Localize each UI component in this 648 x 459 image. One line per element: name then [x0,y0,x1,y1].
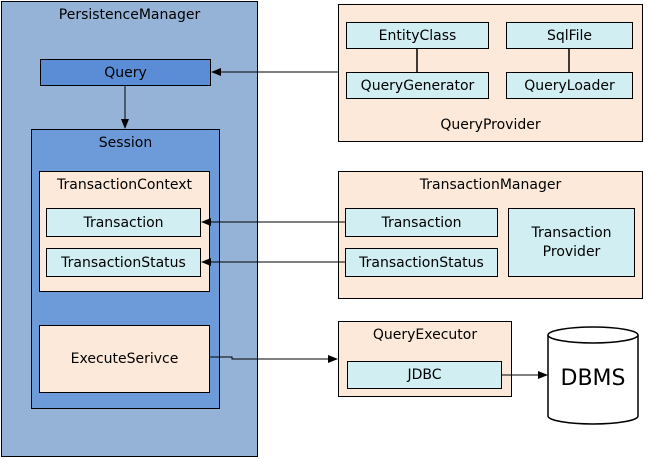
tm-transaction-box: Transaction [345,208,498,237]
persistence-manager-title: PersistenceManager [58,7,201,23]
entity-class-box: EntityClass [346,22,489,49]
dbms-label: DBMS [560,366,626,391]
execute-service-box: ExecuteSerivce [39,325,210,393]
transaction-manager-title: TransactionManager [419,177,562,193]
tm-transaction-status-box: TransactionStatus [345,248,498,277]
jdbc-box: JDBC [347,361,502,389]
session-transaction-status-box: TransactionStatus [46,248,201,277]
sql-file-box: SqlFile [506,22,633,49]
execute-service-to-executor-arrow [210,355,338,363]
query-executor-title: QueryExecutor [372,327,478,343]
dbms-cylinder [547,326,639,425]
query-box: Query [40,59,211,86]
transaction-context-title: TransactionContext [57,177,192,193]
transaction-provider-box: Transaction Provider [508,208,635,277]
session-transaction-box: Transaction [46,208,201,237]
query-loader-box: QueryLoader [506,72,633,99]
query-generator-box: QueryGenerator [346,72,489,99]
query-provider-title: QueryProvider [440,117,541,133]
session-title: Session [98,135,153,151]
